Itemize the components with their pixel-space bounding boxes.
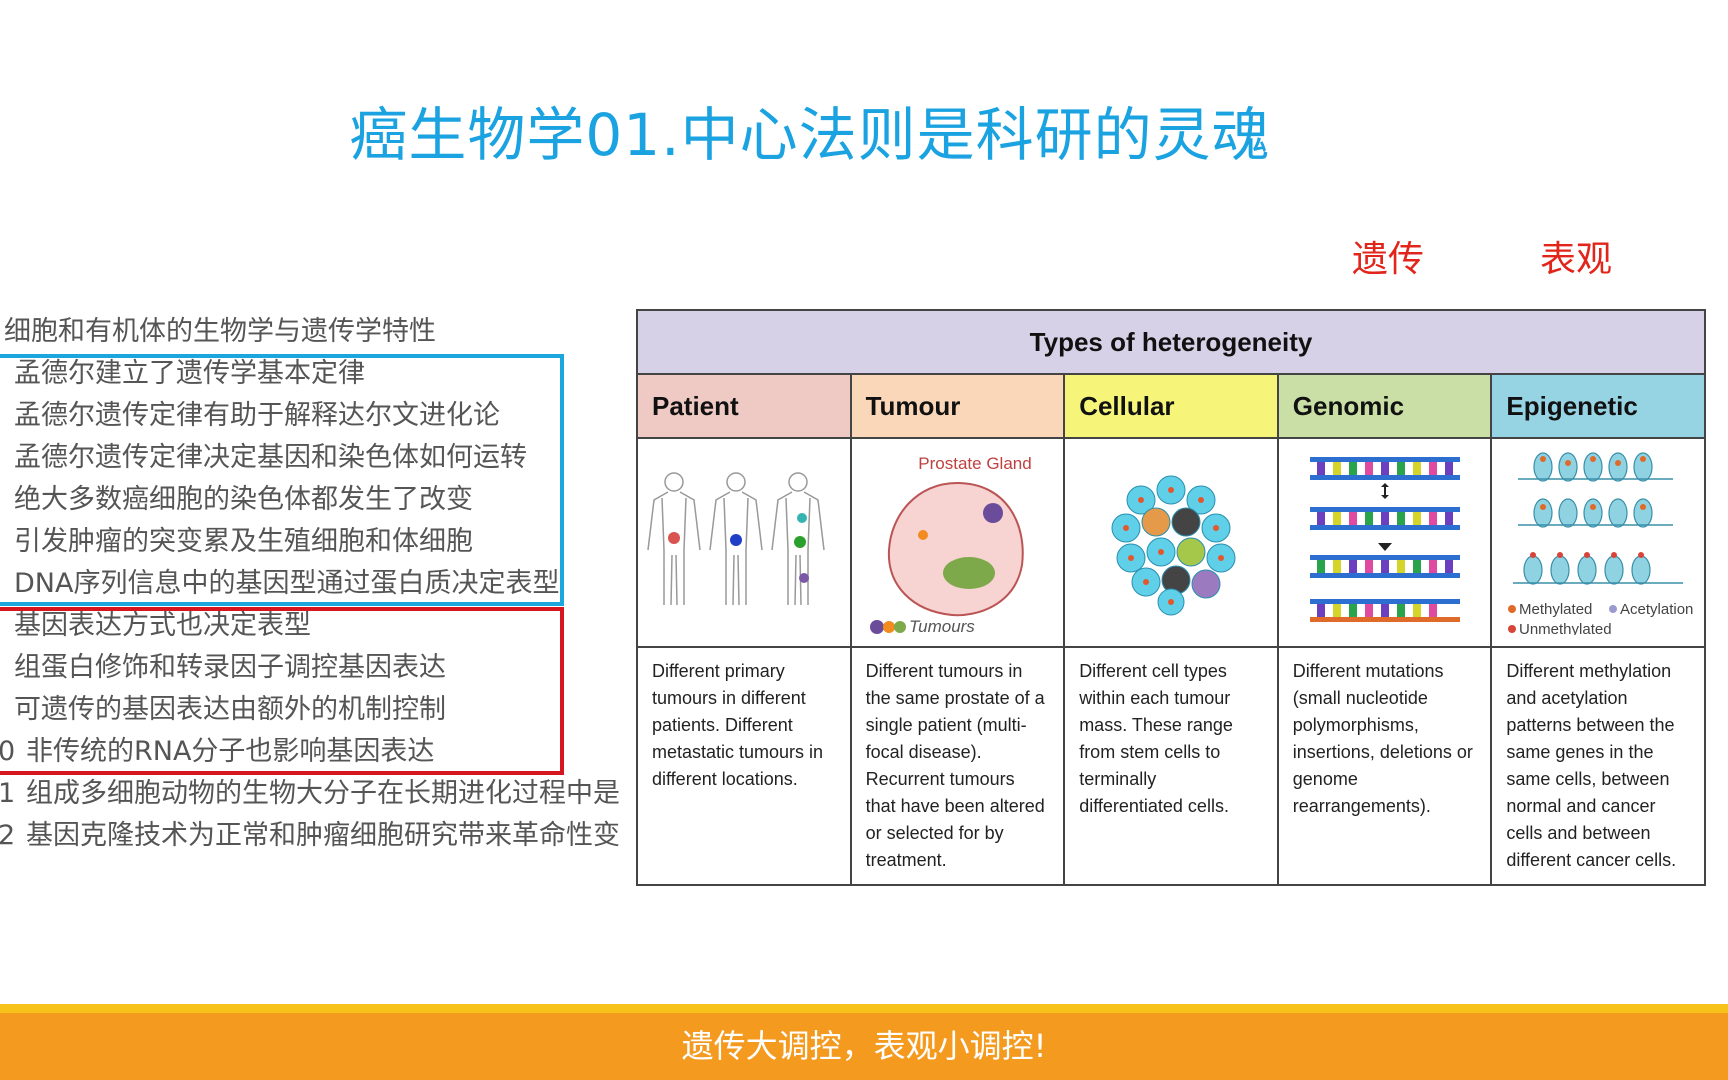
list-item: 可遗传的基因表达由额外的机制控制 — [14, 694, 446, 725]
heterogeneity-table: Types of heterogeneity Patient Tumour Ce… — [636, 309, 1706, 886]
tumour-illustration: Prostate Gland Tumours — [849, 437, 1066, 648]
cellular-illustration — [1063, 437, 1279, 648]
prostate-gland-label: Prostate Gland — [919, 454, 1032, 473]
patient-description: Different primary tumours in different p… — [636, 646, 852, 886]
tumours-label: Tumours — [909, 617, 975, 635]
column-header-epigenetic: Epigenetic — [1490, 373, 1706, 439]
column-header-cellular: Cellular — [1063, 373, 1279, 439]
cellular-description: Different cell types within each tumour … — [1063, 646, 1279, 886]
list-item: 孟德尔遗传定律决定基因和染色体如何运转 — [14, 442, 527, 473]
tumour-description: Different tumours in the same prostate o… — [849, 646, 1066, 886]
column-header-tumour: Tumour — [849, 373, 1066, 439]
epigenetic-description: Different methylation and acetylation pa… — [1490, 646, 1706, 886]
table-header: Types of heterogeneity — [636, 309, 1706, 375]
banner-stripe — [0, 1004, 1728, 1013]
list-item: 绝大多数癌细胞的染色体都发生了改变 — [14, 484, 473, 515]
list-item: DNA序列信息中的基因型通过蛋白质决定表型 — [14, 568, 560, 599]
list-item: 组蛋白修饰和转录因子调控基因表达 — [14, 652, 446, 683]
list-item: 孟德尔遗传定律有助于解释达尔文进化论 — [14, 400, 500, 431]
acetylation-label: Acetylation — [1620, 601, 1693, 618]
epigenetic-highlight-box — [0, 607, 564, 775]
column-header-patient: Patient — [636, 373, 852, 439]
list-item: 基因表达方式也决定表型 — [14, 610, 311, 641]
epigenetic-illustration: Methylated Acetylation Unmethylated — [1490, 437, 1706, 648]
epigenetic-label: 表观 — [1540, 239, 1613, 280]
genomic-description: Different mutations (small nucleotide po… — [1276, 646, 1493, 886]
list-item: 引发肿瘤的突变累及生殖细胞和体细胞 — [14, 526, 473, 557]
patient-illustration — [636, 437, 852, 648]
list-item: 细胞和有机体的生物学与遗传学特性 — [4, 316, 436, 347]
genomic-illustration — [1276, 437, 1493, 648]
column-header-genomic: Genomic — [1276, 373, 1493, 439]
unmethylated-label: Unmethylated — [1519, 621, 1612, 635]
page-title: 癌生物学01.中心法则是科研的灵魂 — [349, 101, 1271, 169]
subtitle-banner: 遗传大调控，表观小调控! — [0, 1013, 1728, 1080]
genetic-label: 遗传 — [1352, 239, 1425, 280]
list-item: 孟德尔建立了遗传学基本定律 — [14, 358, 365, 389]
methylated-label: Methylated — [1519, 601, 1592, 618]
genetic-highlight-box — [0, 354, 564, 606]
